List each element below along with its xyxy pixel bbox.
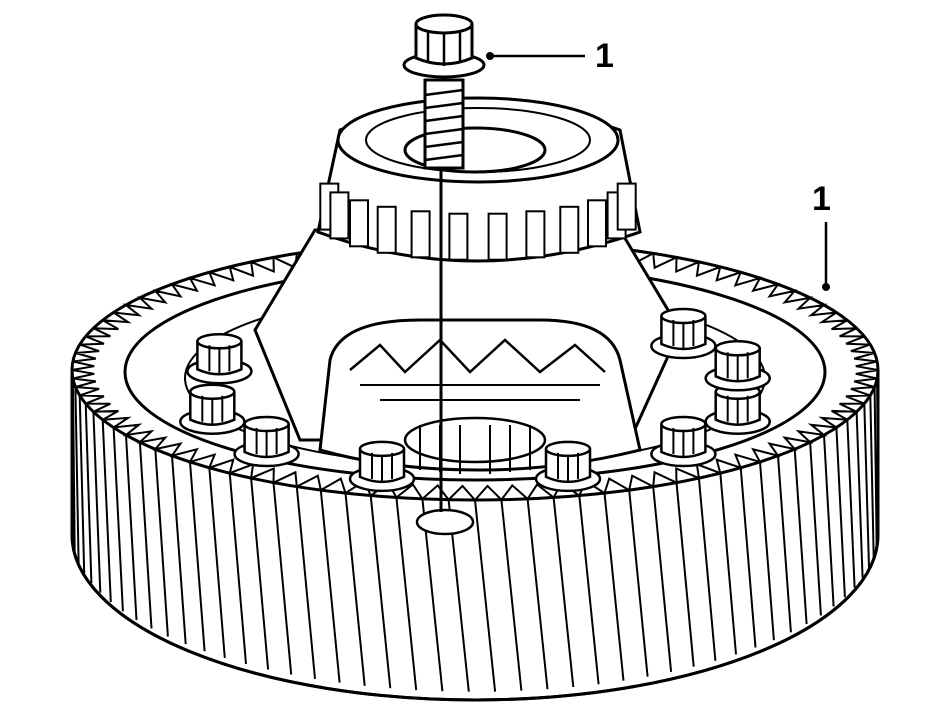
ring-gear-bolt bbox=[402, 13, 486, 512]
ring-gear-bolt-head bbox=[650, 307, 717, 360]
callout-bolt: 1 bbox=[486, 37, 614, 75]
gear-tooth-line bbox=[78, 395, 86, 574]
gear-tooth-line bbox=[526, 498, 549, 690]
differential-housing bbox=[253, 96, 682, 536]
gear-tooth-line bbox=[154, 449, 169, 637]
gear-tooth-line bbox=[697, 478, 717, 661]
gear-tooth-line bbox=[138, 442, 153, 629]
gear-tooth-line bbox=[71, 378, 76, 554]
gear-tooth-line bbox=[759, 461, 775, 641]
gear-tooth-line bbox=[876, 378, 879, 538]
ring-gear-bolts bbox=[179, 307, 771, 493]
gear-tooth-line bbox=[395, 497, 418, 691]
bearing-roller bbox=[559, 205, 580, 254]
gear-tooth-line bbox=[809, 442, 822, 616]
callout-gear-number: 1 bbox=[812, 180, 831, 218]
gear-tooth-line bbox=[474, 499, 497, 692]
gear-tooth-line bbox=[208, 467, 226, 658]
gear-tooth-line bbox=[603, 492, 625, 681]
bearing-roller bbox=[376, 205, 397, 254]
bearing-rollers bbox=[319, 182, 637, 261]
callout-bolt-number: 1 bbox=[595, 37, 614, 75]
gear-tooth-line bbox=[873, 386, 878, 548]
callout-gear: 1 bbox=[812, 180, 831, 291]
ring-gear-bolt-head bbox=[348, 440, 416, 493]
gear-tooth-line bbox=[578, 495, 600, 685]
gear-tooth-line bbox=[272, 482, 293, 675]
ring-gear-bolt-head bbox=[650, 415, 717, 468]
gear-tooth-line bbox=[84, 403, 93, 584]
bearing-roller bbox=[448, 212, 469, 261]
ring-gear-bolt-head bbox=[186, 333, 253, 385]
gear-tooth-line bbox=[777, 455, 792, 633]
gear-tooth-line bbox=[125, 434, 138, 621]
ring-gear-bolt-head bbox=[534, 440, 602, 493]
gear-tooth-line bbox=[319, 490, 341, 683]
gear-tooth-line bbox=[112, 427, 124, 612]
bearing-roller bbox=[487, 212, 508, 261]
bearing-roller bbox=[525, 210, 546, 259]
gear-tooth-line bbox=[869, 395, 875, 558]
gear-tooth-profile bbox=[71, 238, 879, 502]
gear-tooth-line bbox=[250, 478, 270, 670]
ring-gear-bolt-head bbox=[704, 383, 771, 435]
bearing-roller bbox=[329, 191, 350, 240]
gear-tooth-line bbox=[171, 455, 187, 645]
gear-tooth-line bbox=[652, 486, 673, 672]
gear-tooth-line bbox=[675, 482, 695, 667]
bearing-roller bbox=[616, 182, 637, 231]
gear-tooth-line bbox=[295, 486, 316, 679]
gear-tooth-line bbox=[628, 490, 649, 677]
gear-tooth-line bbox=[92, 411, 102, 593]
gear-tooth-line bbox=[719, 473, 737, 655]
gear-tooth-line bbox=[846, 419, 856, 588]
gear-tooth-line bbox=[369, 495, 392, 689]
gear-tooth-line bbox=[189, 461, 206, 652]
gear-tooth-line bbox=[101, 419, 112, 603]
gear-tooth-line bbox=[835, 427, 846, 598]
gear-tooth-line bbox=[552, 497, 575, 688]
gear-tooth-line bbox=[228, 473, 247, 665]
gear-tooth-line bbox=[793, 449, 808, 625]
gear-tooth-line bbox=[855, 411, 864, 578]
ring-gear-bolt-head bbox=[179, 383, 246, 435]
bearing-roller bbox=[349, 199, 369, 248]
gear-tooth-line bbox=[74, 386, 80, 564]
bearing-roller bbox=[410, 210, 431, 259]
bearing-roller bbox=[587, 199, 607, 248]
gear-tooth-line bbox=[823, 434, 835, 607]
gear-tooth-line bbox=[500, 499, 523, 691]
gear-tooth-line bbox=[344, 493, 366, 686]
gear-tooth-line bbox=[863, 403, 870, 569]
gear-tooth-line bbox=[739, 467, 757, 648]
ring-gear-bolt-head bbox=[233, 415, 300, 468]
gear-teeth bbox=[71, 238, 879, 692]
ring-gear-bolt-head bbox=[704, 340, 771, 392]
